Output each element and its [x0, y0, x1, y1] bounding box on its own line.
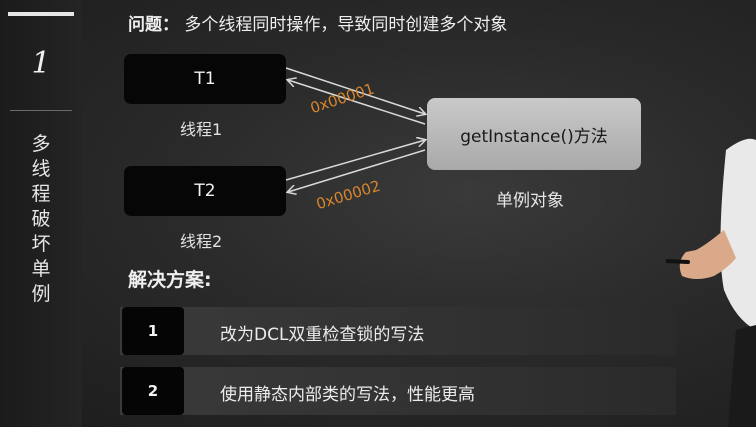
solution-text-2: 使用静态内部类的写法，性能更高 [220, 385, 475, 405]
thread-box-t1: T1 [124, 54, 286, 104]
address-t1: 0x00001 [308, 79, 377, 118]
sidebar-divider [10, 110, 72, 111]
presenter-figure [666, 138, 756, 427]
get-instance-box: getInstance()方法 [427, 98, 641, 170]
solution-badge-2: 2 [122, 367, 184, 415]
address-t2: 0x00002 [314, 176, 383, 214]
solution-row-1: 1 改为DCL双重检查锁的写法 [120, 307, 676, 355]
thread-box-t2: T2 [124, 166, 286, 216]
singleton-caption: 单例对象 [496, 191, 564, 211]
solution-text-1: 改为DCL双重检查锁的写法 [220, 325, 425, 345]
solution-title: 解决方案: [128, 269, 212, 291]
section-title: 多线程破坏单例 [31, 133, 51, 305]
thread-t1-label: T1 [194, 69, 216, 89]
sidebar: 1 多线程破坏单例 [0, 0, 82, 427]
question-line: 问题： 多个线程同时操作，导致同时创建多个对象 [128, 10, 507, 35]
thread-t1-caption: 线程1 [180, 120, 223, 139]
get-instance-label: getInstance()方法 [460, 126, 608, 147]
question-label: 问题： [128, 15, 179, 35]
thread-t2-caption: 线程2 [180, 232, 223, 251]
question-text: 多个线程同时操作，导致同时创建多个对象 [184, 15, 508, 35]
arrow-t2-to-instance [285, 140, 425, 181]
section-number: 1 [31, 46, 51, 81]
thread-t2-label: T2 [194, 181, 216, 201]
sidebar-top-bar [8, 12, 74, 16]
solution-badge-1: 1 [122, 307, 184, 355]
solution-row-2: 2 使用静态内部类的写法，性能更高 [120, 367, 676, 415]
